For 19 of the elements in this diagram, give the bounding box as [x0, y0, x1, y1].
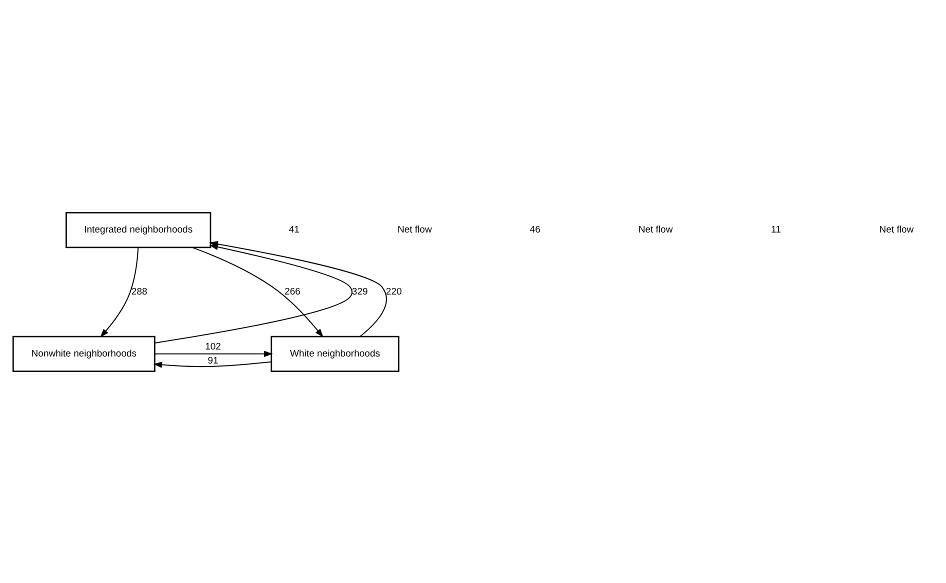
label: 41	[288, 224, 300, 236]
edge-label: 266	[284, 286, 300, 298]
edge-label: 102	[205, 340, 221, 352]
arrow	[100, 246, 139, 337]
label: 11	[771, 224, 781, 236]
edge-label: 329	[352, 286, 368, 298]
node-box: Nonwhite neighborhoods	[12, 335, 156, 372]
label: Net flow	[879, 224, 914, 236]
node-box: White neighborhoods	[270, 335, 400, 372]
edge-label: 91	[208, 355, 218, 366]
edge-label: 288	[131, 286, 148, 298]
arrow	[154, 350, 273, 357]
label: Net flow	[397, 224, 432, 236]
edge-label: 220	[386, 286, 402, 298]
label: Net flow	[638, 224, 673, 236]
arrow	[192, 246, 324, 338]
label: 46	[530, 224, 540, 236]
node-box: Integrated neighborhoods	[66, 212, 212, 248]
arrow	[153, 360, 272, 368]
